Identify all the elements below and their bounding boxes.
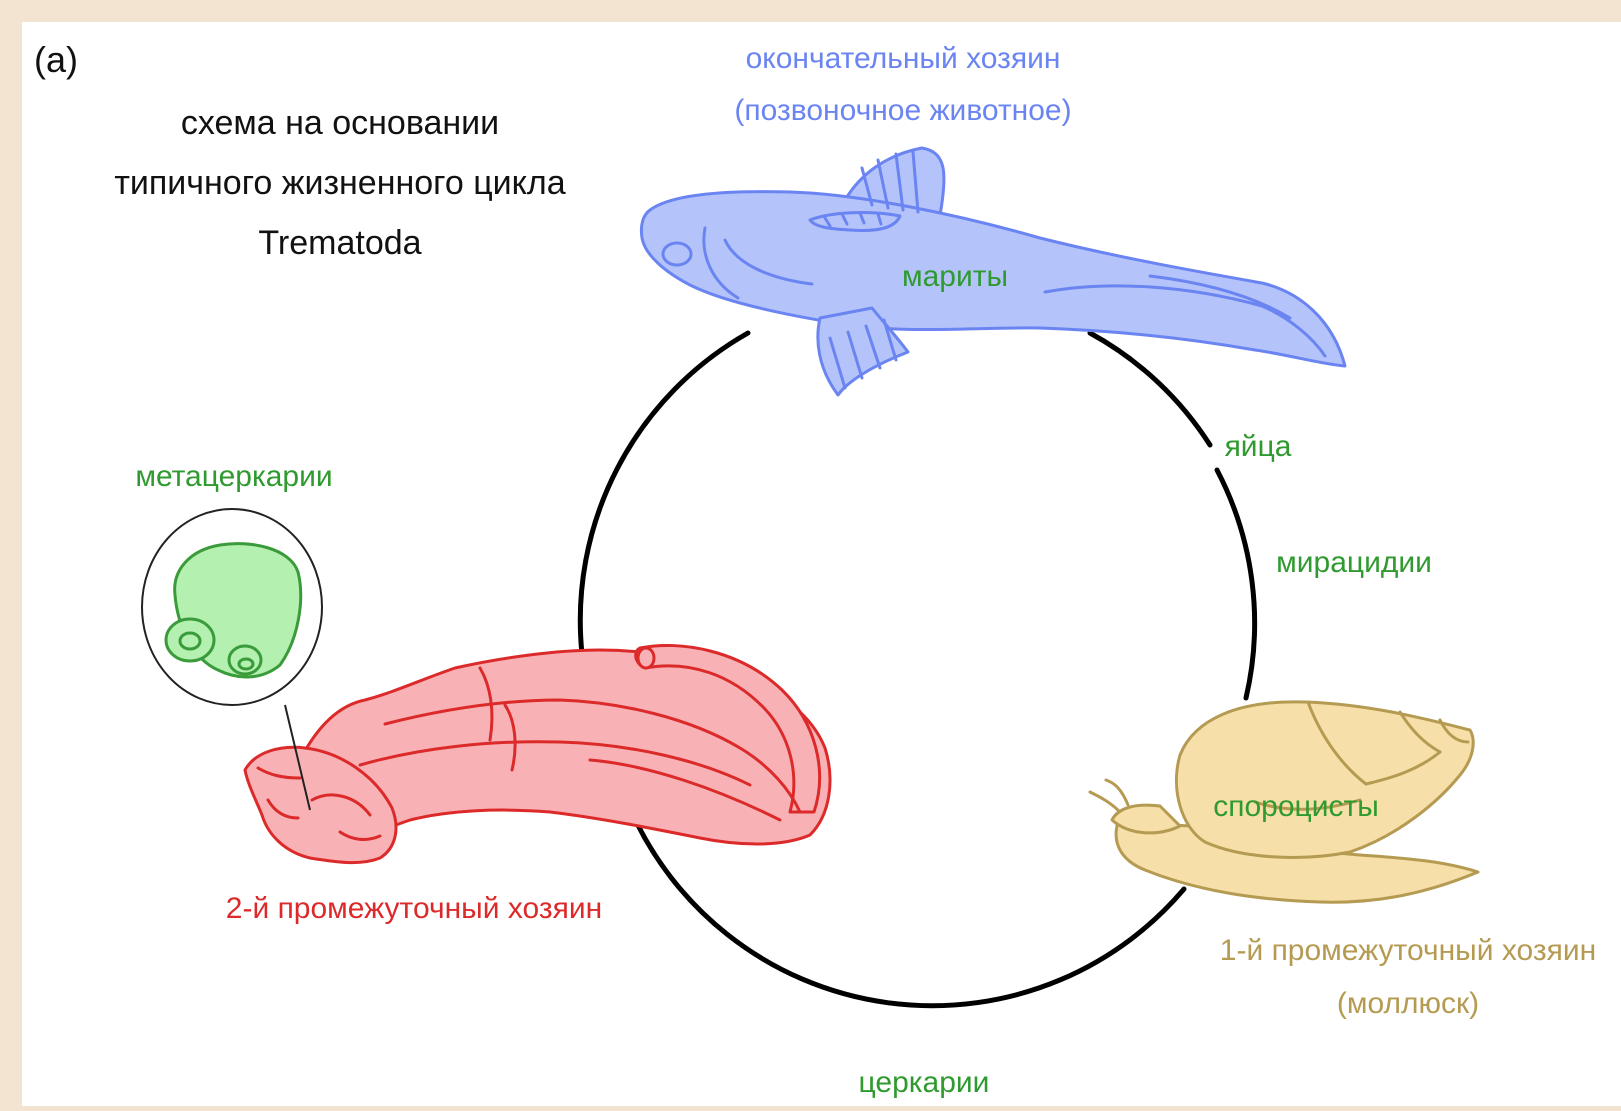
diagram-title-line-2: типичного жизненного цикла xyxy=(114,164,565,202)
diagram-title-line-3: Trematoda xyxy=(258,224,421,262)
cycle-arc-eggs-to-miracidia xyxy=(1217,470,1255,698)
definitive-host-label-line-1: окончательный хозяин xyxy=(746,42,1061,75)
life-cycle-diagram: (a) схема на основании типичного жизненн… xyxy=(22,22,1621,1106)
metacercaria-oral-sucker xyxy=(166,619,214,661)
diagram-panel: (a) схема на основании типичного жизненн… xyxy=(22,22,1621,1106)
second-host-mouth xyxy=(638,648,654,668)
diagram-title-line-1: схема на основании xyxy=(181,104,499,142)
first-intermediate-host-label-line-2: (моллюск) xyxy=(1337,987,1479,1020)
panel-label: (a) xyxy=(34,39,78,80)
cycle-arc-host-to-eggs xyxy=(1090,333,1210,445)
cycle-arc-second-host-to-definitive xyxy=(580,333,748,654)
snail-shell xyxy=(1176,702,1473,858)
metacercaria-icon xyxy=(166,544,301,677)
eggs-stage-label: яйца xyxy=(1225,430,1292,463)
miracidia-stage-label: мирацидии xyxy=(1276,546,1432,579)
second-host-icon xyxy=(245,645,830,862)
first-intermediate-host-label-line-1: 1-й промежуточный хозяин xyxy=(1220,934,1596,967)
fish-pelvic-fin xyxy=(810,213,900,231)
metacercariae-stage-label: метацеркарии xyxy=(135,460,332,493)
marita-stage-label: мариты xyxy=(902,260,1008,293)
sporocyst-stage-label: спороцисты xyxy=(1213,790,1379,823)
cycle-arc-snail-to-cercariae xyxy=(633,815,1184,1006)
definitive-host-label-line-2: (позвоночное животное) xyxy=(734,94,1071,127)
second-intermediate-host-label: 2-й промежуточный хозяин xyxy=(226,892,602,925)
snail-tentacle-1 xyxy=(1090,792,1120,812)
cercariae-stage-label: церкарии xyxy=(859,1066,990,1099)
